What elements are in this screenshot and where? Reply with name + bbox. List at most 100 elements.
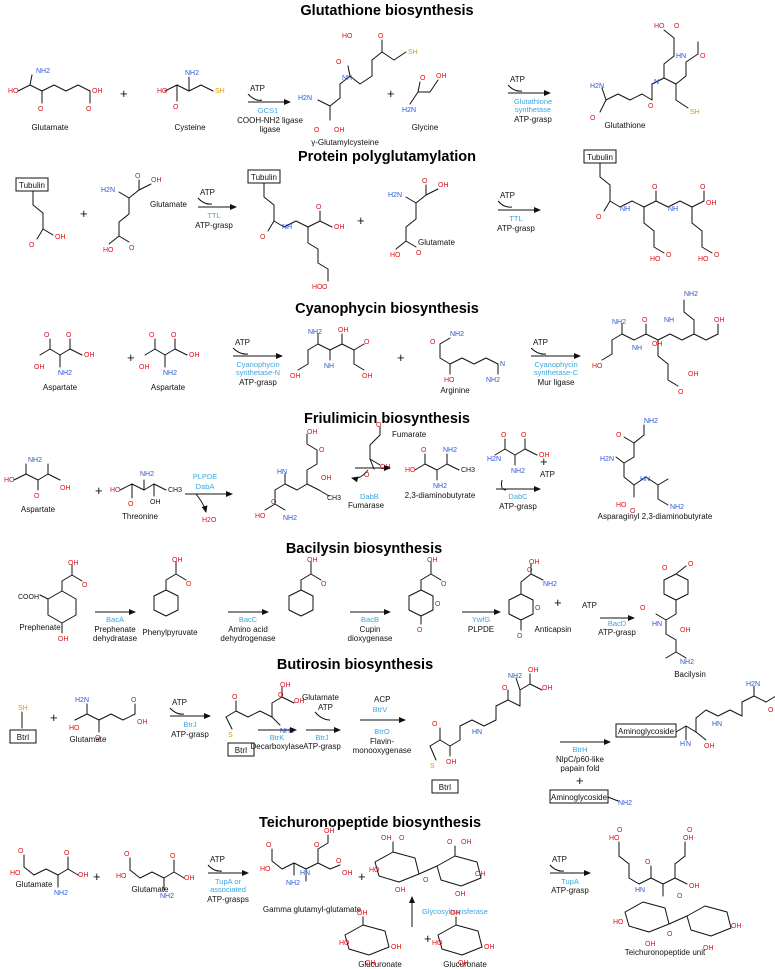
svg-text:OH: OH — [307, 429, 318, 436]
svg-text:BacD: BacD — [608, 619, 627, 628]
svg-text:NH2: NH2 — [670, 504, 684, 511]
svg-text:HN: HN — [676, 53, 686, 60]
reaction-arrow: BacB Cupin dioxygenase — [348, 609, 393, 643]
svg-text:OH: OH — [92, 88, 103, 95]
svg-text:ATP-grasp: ATP-grasp — [303, 742, 341, 751]
svg-text:O: O — [64, 850, 70, 857]
svg-text:Cyanophycin: Cyanophycin — [236, 360, 279, 369]
svg-text:O: O — [186, 581, 192, 588]
svg-text:OH: OH — [652, 341, 663, 348]
svg-text:OH: OH — [150, 499, 161, 506]
cyanophycin-structure: NH2 NH O OH NH2 HO NH OH O OH — [592, 291, 725, 396]
svg-text:O: O — [616, 432, 622, 439]
reaction-arrow: ATP TTL ATP-grasp — [195, 188, 237, 230]
section-title: Friulimicin biosynthesis — [304, 411, 470, 427]
svg-text:papain fold: papain fold — [560, 764, 599, 773]
svg-text:O: O — [430, 339, 436, 346]
svg-text:NH: NH — [668, 206, 678, 213]
svg-text:O: O — [432, 721, 438, 728]
svg-text:Cupin: Cupin — [360, 625, 381, 634]
svg-text:HO: HO — [616, 502, 627, 509]
compound-label: Glutamate — [150, 200, 187, 209]
prephenate-structure: COOH OH O OH — [18, 560, 88, 643]
svg-text:HO: HO — [650, 256, 661, 263]
svg-text:COOH: COOH — [18, 594, 39, 601]
svg-text:Fumarate: Fumarate — [392, 430, 427, 439]
svg-text:O: O — [501, 432, 507, 439]
svg-text:ATP-grasp: ATP-grasp — [598, 628, 636, 637]
svg-text:TTL: TTL — [207, 211, 220, 220]
compound-label: Glutathione — [605, 121, 646, 130]
svg-text:N: N — [500, 361, 505, 368]
svg-text:ATP-grasp: ATP-grasp — [514, 115, 552, 124]
svg-text:ATP: ATP — [235, 338, 250, 347]
glucuronate-structure: OH HO OH OH — [339, 910, 402, 967]
section-bacilysin: Bacilysin biosynthesis COOH OH O OH Prep… — [18, 541, 706, 679]
svg-text:HO: HO — [8, 88, 19, 95]
svg-text:NlpC/p60-like: NlpC/p60-like — [556, 755, 605, 764]
svg-text:NH2: NH2 — [283, 515, 297, 522]
svg-text:OH: OH — [324, 828, 335, 835]
svg-text:OH: OH — [34, 364, 45, 371]
svg-text:GCS1: GCS1 — [258, 106, 278, 115]
reaction-arrow: ATP GCS1 COOH-NH2 ligase ligase — [237, 84, 303, 134]
glutamate-structure: H2N O HO O OH — [69, 697, 148, 742]
aminoglycoside-box — [615, 723, 677, 738]
section-polyglutamylation: Protein polyglutamylation Tubulin O OH +… — [15, 149, 720, 291]
svg-text:O: O — [521, 432, 527, 439]
plus-sign: + — [387, 86, 395, 101]
reaction-arrow: Glycosyltransferase — [409, 896, 488, 927]
svg-text:ATP: ATP — [510, 75, 525, 84]
svg-text:HO: HO — [69, 725, 80, 732]
svg-text:NH2: NH2 — [308, 329, 322, 336]
section-title: Cyanophycin biosynthesis — [295, 301, 479, 317]
asparagine-structure: H2N O NH2 O OH — [487, 432, 550, 475]
svg-text:OH: OH — [528, 667, 539, 674]
plus-sign: + — [120, 86, 128, 101]
svg-text:O: O — [322, 284, 328, 291]
svg-text:ATP-grasp: ATP-grasp — [499, 502, 537, 511]
compound-label: Arginine — [440, 386, 470, 395]
svg-text:ACP: ACP — [374, 695, 390, 704]
svg-text:OH: OH — [172, 557, 183, 564]
svg-text:OH: OH — [446, 759, 457, 766]
compound-label: Phenylpyruvate — [142, 628, 198, 637]
svg-text:ATP-grasp: ATP-grasp — [195, 221, 233, 230]
svg-text:+: + — [576, 773, 584, 788]
svg-text:Amino acid: Amino acid — [228, 625, 268, 634]
reaction-arrow: ATP Glutathione synthetase ATP-grasp — [507, 75, 552, 124]
svg-text:O: O — [416, 250, 422, 257]
svg-text:BtrH: BtrH — [573, 745, 588, 754]
section-teichuronopeptide: Teichuronopeptide biosynthesis O HO O OH… — [10, 815, 742, 969]
aminoglycoside-box — [549, 789, 609, 804]
svg-text:O: O — [674, 23, 680, 30]
svg-text:NH2: NH2 — [286, 880, 300, 887]
svg-text:OH: OH — [706, 200, 717, 207]
svg-text:O: O — [321, 581, 327, 588]
reaction-arrow: ATP TTL ATP-grasp — [497, 191, 541, 233]
svg-text:HO: HO — [339, 940, 350, 947]
svg-text:O: O — [271, 499, 277, 506]
svg-text:OH: OH — [189, 352, 200, 359]
svg-text:OH: OH — [294, 698, 305, 705]
svg-text:ATP: ATP — [533, 338, 548, 347]
plus-sign: + — [127, 350, 135, 365]
svg-text:O: O — [590, 115, 596, 122]
reaction-arrow: DabC ATP-grasp — [496, 479, 541, 511]
aspartate-structure: O O OH OH NH2 — [139, 332, 200, 377]
svg-text:O: O — [678, 389, 684, 396]
compound-label: Glutamate — [132, 885, 169, 894]
svg-text:H2N: H2N — [402, 107, 416, 114]
compound-label: γ-Glutamylcysteine — [311, 138, 379, 147]
svg-text:synthetase: synthetase — [515, 105, 551, 114]
svg-text:O: O — [527, 567, 533, 574]
svg-text:HN: HN — [472, 729, 482, 736]
reaction-arrow: ATP TupA ATP-grasp — [549, 855, 591, 895]
btri-glutamyl-structure: O S OH NH2 OH O — [225, 682, 305, 739]
section-title: Glutathione biosynthesis — [300, 3, 473, 19]
svg-text:O: O — [95, 735, 101, 742]
svg-text:O: O — [131, 697, 137, 704]
svg-text:O: O — [336, 858, 342, 865]
svg-text:OH: OH — [689, 883, 700, 890]
svg-text:monooxygenase: monooxygenase — [353, 746, 412, 755]
